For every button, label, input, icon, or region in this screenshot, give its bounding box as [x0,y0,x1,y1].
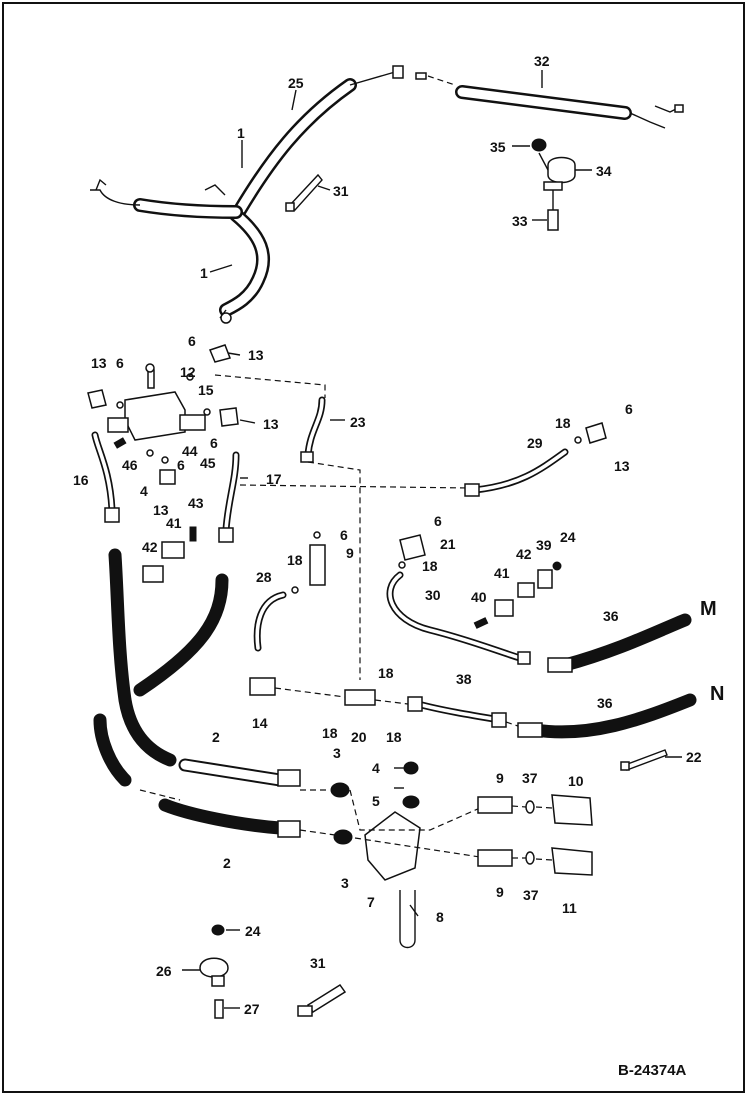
callout-c3a: 3 [333,745,341,761]
callout-c6f: 6 [340,527,348,543]
hose-label-m: M [700,598,717,620]
callout-c18e: 18 [322,725,338,741]
tube-29 [464,422,607,497]
callout-c20: 20 [351,729,367,745]
callout-c14: 14 [252,715,268,731]
callout-c38: 38 [456,671,472,687]
callout-c26: 26 [156,963,172,979]
callout-c21: 21 [440,536,456,552]
callout-c10: 10 [568,773,584,789]
callout-c6b: 6 [116,355,124,371]
tubes-left [91,374,471,680]
callout-c4a: 4 [140,483,148,499]
callout-c45: 45 [200,455,216,471]
hose-label-n: N [710,683,724,705]
callout-c2a: 2 [212,729,220,745]
callout-c46: 46 [122,457,138,473]
callout-c27: 27 [244,1001,260,1017]
callout-c13e: 13 [614,458,630,474]
callout-c2b: 2 [223,855,231,871]
callout-c13d: 13 [153,502,169,518]
callout-c16: 16 [73,472,89,488]
bracket-assembly [299,761,481,949]
callout-c24a: 24 [560,529,576,545]
main-hoses [93,548,697,838]
cable-tie-22 [620,749,668,771]
callout-c6c: 6 [210,435,218,451]
callout-c1a: 1 [237,125,245,141]
figure-reference: B-24374A [618,1062,687,1079]
callout-c40: 40 [471,589,487,605]
center-fittings [291,531,426,594]
callout-c6a: 6 [188,333,196,349]
callout-c35: 35 [490,139,506,155]
callout-c44: 44 [182,443,198,459]
callout-c11: 11 [562,900,577,916]
clamp-group-bottom [199,924,229,1019]
callout-c24b: 24 [245,923,261,939]
callout-c1b: 1 [200,265,208,281]
tubes-center [253,571,531,665]
callout-c18c: 18 [422,558,438,574]
callout-c43: 43 [188,495,204,511]
leader-lines [182,70,682,1009]
clamp-group-upper [531,138,576,231]
callout-c42a: 42 [142,539,158,555]
callout-c9b: 9 [496,770,504,786]
callout-c6d: 6 [177,457,185,473]
callout-c31b: 31 [310,955,326,971]
callout-c3b: 3 [341,875,349,891]
clamp-group-right [473,561,562,629]
callout-c32: 32 [534,53,550,69]
callout-c9a: 9 [346,545,354,561]
callout-c17: 17 [266,471,282,487]
callout-c13a: 13 [91,355,107,371]
callout-c37b: 37 [523,887,539,903]
callout-c41b: 41 [494,565,510,581]
callout-c8: 8 [436,909,444,925]
callout-c15: 15 [198,382,214,398]
callout-c13c: 13 [263,416,279,432]
callout-c18f: 18 [386,729,402,745]
callout-c37a: 37 [522,770,538,786]
callout-c29: 29 [527,435,543,451]
callout-c13b: 13 [248,347,264,363]
callout-c25: 25 [288,75,304,91]
cable-tie-lower [297,983,347,1017]
callout-c30: 30 [425,587,441,603]
clamp-group-left [142,526,197,583]
callout-c22: 22 [686,749,702,765]
callout-c42b: 42 [516,546,532,562]
harness-32 [415,72,684,129]
valve-block [87,344,239,485]
callout-c4b: 4 [372,760,380,776]
callout-c28: 28 [256,569,272,585]
callout-labels: 1 1 25 31 32 35 34 33 6 13 13 6 12 15 13… [73,53,724,1079]
callout-c34: 34 [596,163,612,179]
couplers [477,794,593,876]
callout-c18a: 18 [555,415,571,431]
callout-c5: 5 [372,793,380,809]
callout-c23: 23 [350,414,366,430]
callout-c36b: 36 [597,695,613,711]
wiring-harness [90,65,404,324]
callout-c6e: 6 [625,401,633,417]
callout-c9c: 9 [496,884,504,900]
tee-assembly [249,677,519,728]
cable-tie-upper [285,173,323,212]
callout-c7: 7 [367,894,375,910]
callout-c18d: 18 [378,665,394,681]
callout-c41a: 41 [166,515,182,531]
callout-c18b: 18 [287,552,303,568]
callout-c6g: 6 [434,513,442,529]
callout-c36a: 36 [603,608,619,624]
callout-c12: 12 [180,364,196,380]
callout-c33: 33 [512,213,528,229]
callout-c31a: 31 [333,183,349,199]
callout-c39: 39 [536,537,552,553]
